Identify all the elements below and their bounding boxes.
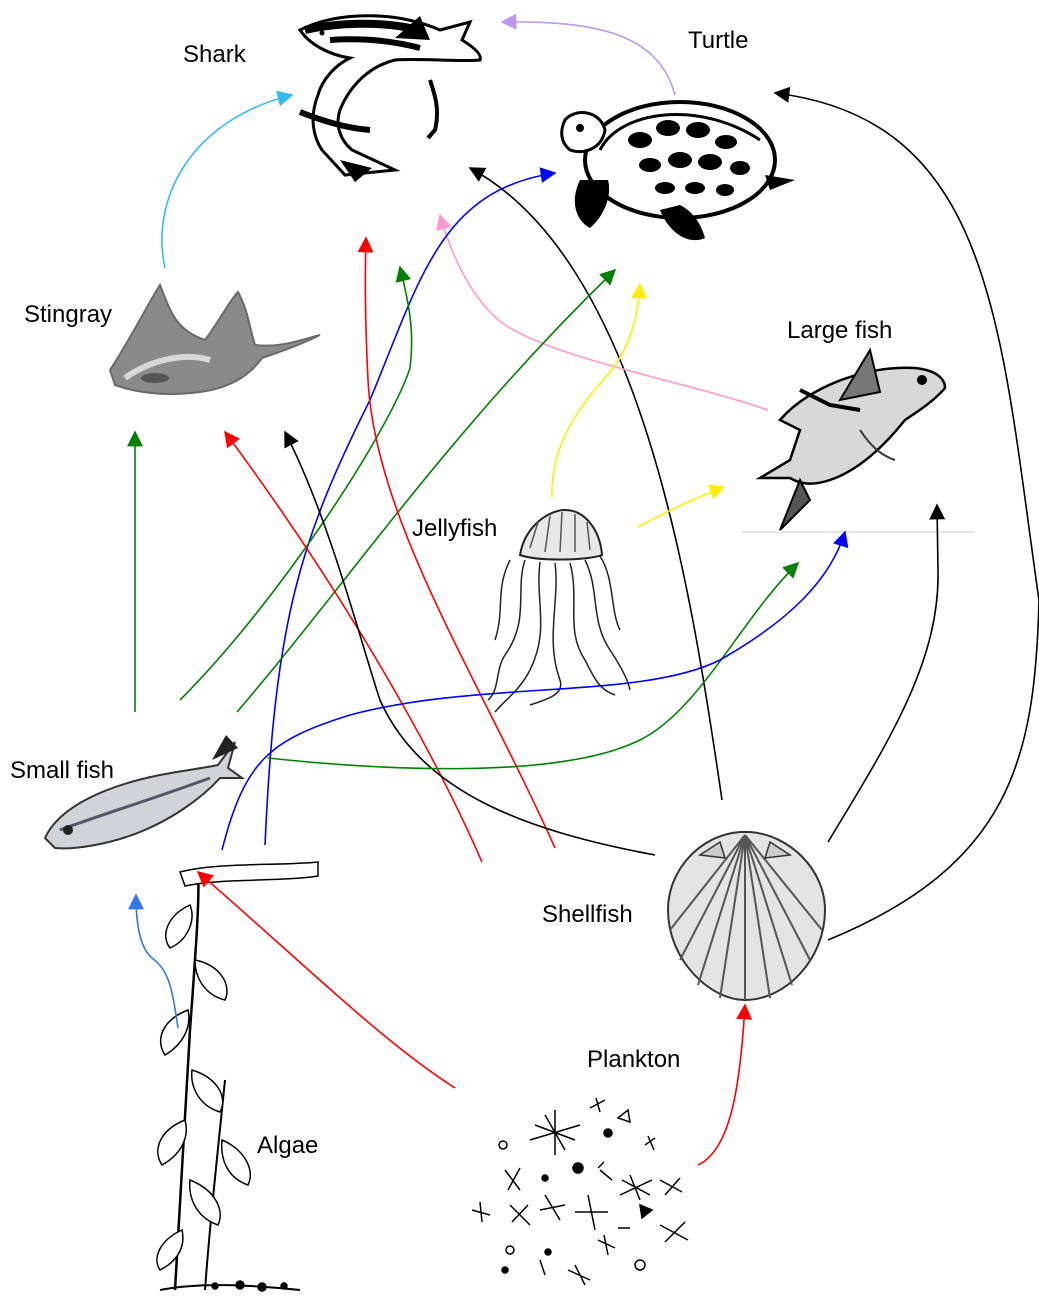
arrow-jellyfish-to-large-fish [638, 487, 724, 527]
label-small-fish: Small fish [10, 757, 114, 784]
arrow-small-fish-to-turtle [237, 270, 615, 712]
arrow-algae-to-small-fish-main [136, 895, 178, 1028]
arrow-plankton-to-stingray [225, 432, 482, 862]
label-jellyfish: Jellyfish [412, 515, 497, 542]
arrow-jellyfish-to-turtle [552, 284, 640, 498]
arrow-shellfish-to-shark-right [775, 93, 1039, 940]
turtle-illustration [562, 102, 795, 240]
plankton-illustration [472, 1098, 688, 1285]
arrow-stingray-to-shark [162, 95, 292, 268]
label-algae: Algae [257, 1132, 318, 1159]
large-fish-illustration [742, 350, 975, 532]
arrow-plankton-to-shellfish [698, 1005, 745, 1165]
arrow-large-fish-to-turtle [440, 215, 768, 410]
label-shark: Shark [183, 41, 247, 68]
label-plankton: Plankton [587, 1046, 680, 1073]
arrow-plankton-to-small-fish [198, 872, 455, 1088]
label-stingray: Stingray [24, 301, 112, 328]
arrow-algae-to-turtle [265, 173, 555, 845]
small-fish-illustration [45, 735, 242, 848]
shark-illustration [300, 16, 480, 182]
label-shellfish: Shellfish [542, 901, 633, 928]
algae-illustration [157, 862, 318, 1291]
label-large-fish: Large fish [787, 317, 892, 344]
arrow-shellfish-to-large-fish [828, 505, 938, 842]
jellyfish-illustration [488, 510, 630, 712]
label-turtle: Turtle [688, 27, 748, 54]
shellfish-illustration [668, 832, 825, 1000]
stingray-illustration [110, 285, 320, 394]
arrow-turtle-to-shark [502, 22, 675, 95]
